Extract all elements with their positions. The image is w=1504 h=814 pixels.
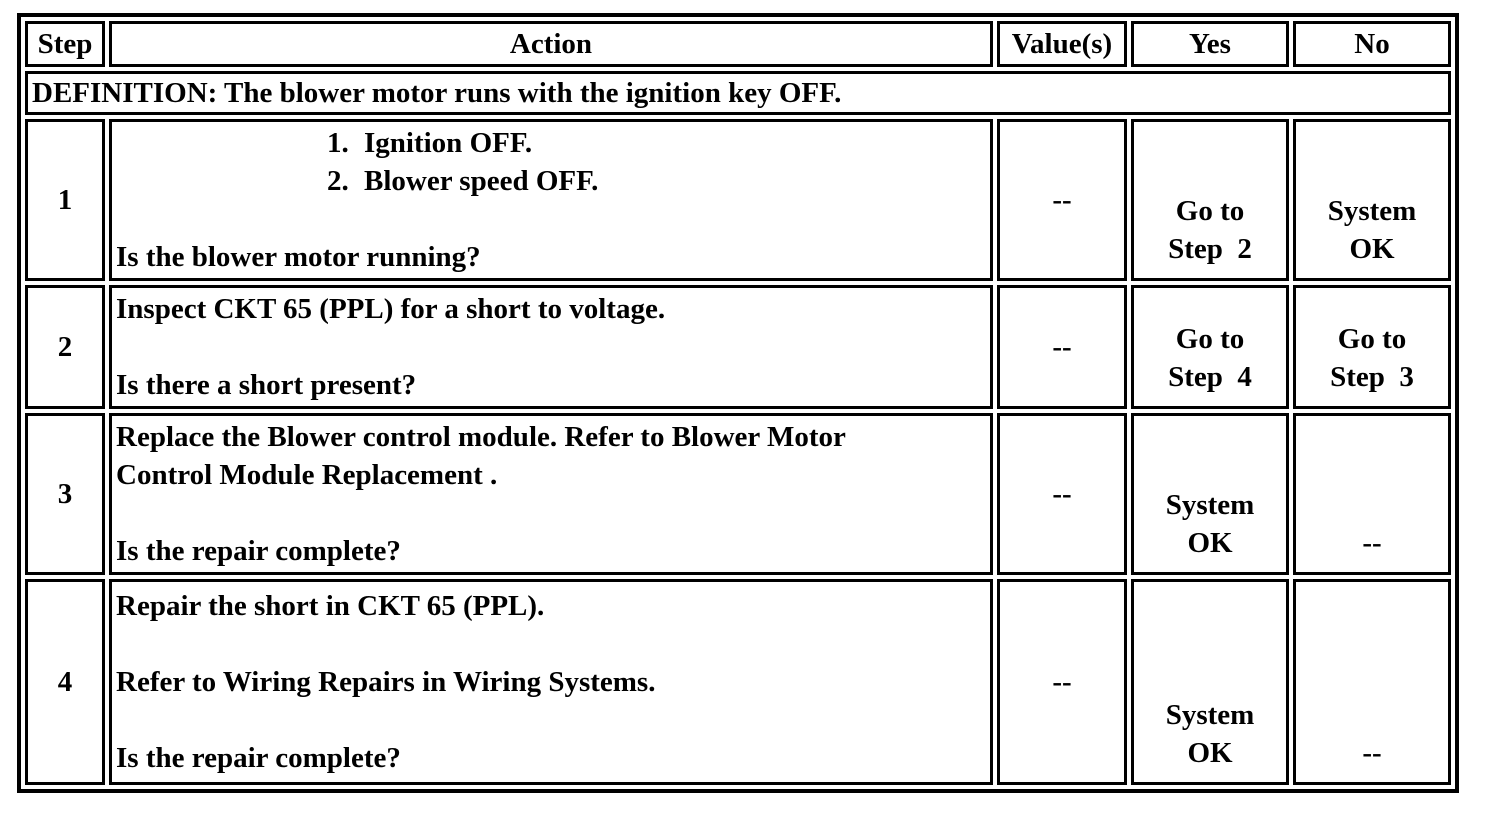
no-cell: -- <box>1293 579 1451 785</box>
col-header-no: No <box>1293 21 1451 67</box>
yes-cell: Go to Step 2 <box>1131 119 1289 281</box>
col-header-step: Step <box>25 21 105 67</box>
diagnostic-table: Step Action Value(s) Yes No DEFINITION: … <box>17 13 1459 793</box>
action-list-item: Blower speed OFF. <box>356 162 986 200</box>
action-question: Is the repair complete? <box>116 535 401 567</box>
col-header-yes: Yes <box>1131 21 1289 67</box>
definition-row: DEFINITION: The blower motor runs with t… <box>25 71 1451 115</box>
step-number: 3 <box>25 413 105 575</box>
action-question: Is the repair complete? <box>116 742 401 774</box>
table-row-step-2: 2 Inspect CKT 65 (PPL) for a short to vo… <box>25 285 1451 409</box>
action-paragraph: Inspect CKT 65 (PPL) for a short to volt… <box>116 293 666 325</box>
table-row-step-4: 4 Repair the short in CKT 65 (PPL). Refe… <box>25 579 1451 785</box>
action-cell: Repair the short in CKT 65 (PPL). Refer … <box>109 579 993 785</box>
action-paragraph: Refer to Wiring Repairs in Wiring System… <box>116 666 656 698</box>
header-row: Step Action Value(s) Yes No <box>25 21 1451 67</box>
table-row-step-3: 3 Replace the Blower control module. Ref… <box>25 413 1451 575</box>
values-cell: -- <box>997 285 1127 409</box>
no-cell: System OK <box>1293 119 1451 281</box>
action-list-item: Ignition OFF. <box>356 124 986 162</box>
col-header-action: Action <box>109 21 993 67</box>
col-header-values: Value(s) <box>997 21 1127 67</box>
action-cell: Ignition OFF. Blower speed OFF. Is the b… <box>109 119 993 281</box>
values-cell: -- <box>997 579 1127 785</box>
definition-text: DEFINITION: The blower motor runs with t… <box>25 71 1451 115</box>
action-cell: Replace the Blower control module. Refer… <box>109 413 993 575</box>
action-cell: Inspect CKT 65 (PPL) for a short to volt… <box>109 285 993 409</box>
table-row-step-1: 1 Ignition OFF. Blower speed OFF. Is the… <box>25 119 1451 281</box>
values-cell: -- <box>997 119 1127 281</box>
action-question: Is there a short present? <box>116 369 417 401</box>
values-cell: -- <box>997 413 1127 575</box>
action-paragraph: Replace the Blower control module. Refer… <box>116 421 846 491</box>
page: Step Action Value(s) Yes No DEFINITION: … <box>0 0 1504 793</box>
action-question: Is the blower motor running? <box>116 241 481 273</box>
action-steps-list: Ignition OFF. Blower speed OFF. <box>116 124 986 200</box>
step-number: 1 <box>25 119 105 281</box>
no-cell: -- <box>1293 413 1451 575</box>
action-paragraph: Repair the short in CKT 65 (PPL). <box>116 590 545 622</box>
yes-cell: Go to Step 4 <box>1131 285 1289 409</box>
step-number: 4 <box>25 579 105 785</box>
yes-cell: System OK <box>1131 413 1289 575</box>
action-list-item-text: Blower speed OFF. <box>364 165 599 197</box>
no-cell: Go to Step 3 <box>1293 285 1451 409</box>
action-list-item-text: Ignition OFF. <box>364 127 533 159</box>
step-number: 2 <box>25 285 105 409</box>
yes-cell: System OK <box>1131 579 1289 785</box>
